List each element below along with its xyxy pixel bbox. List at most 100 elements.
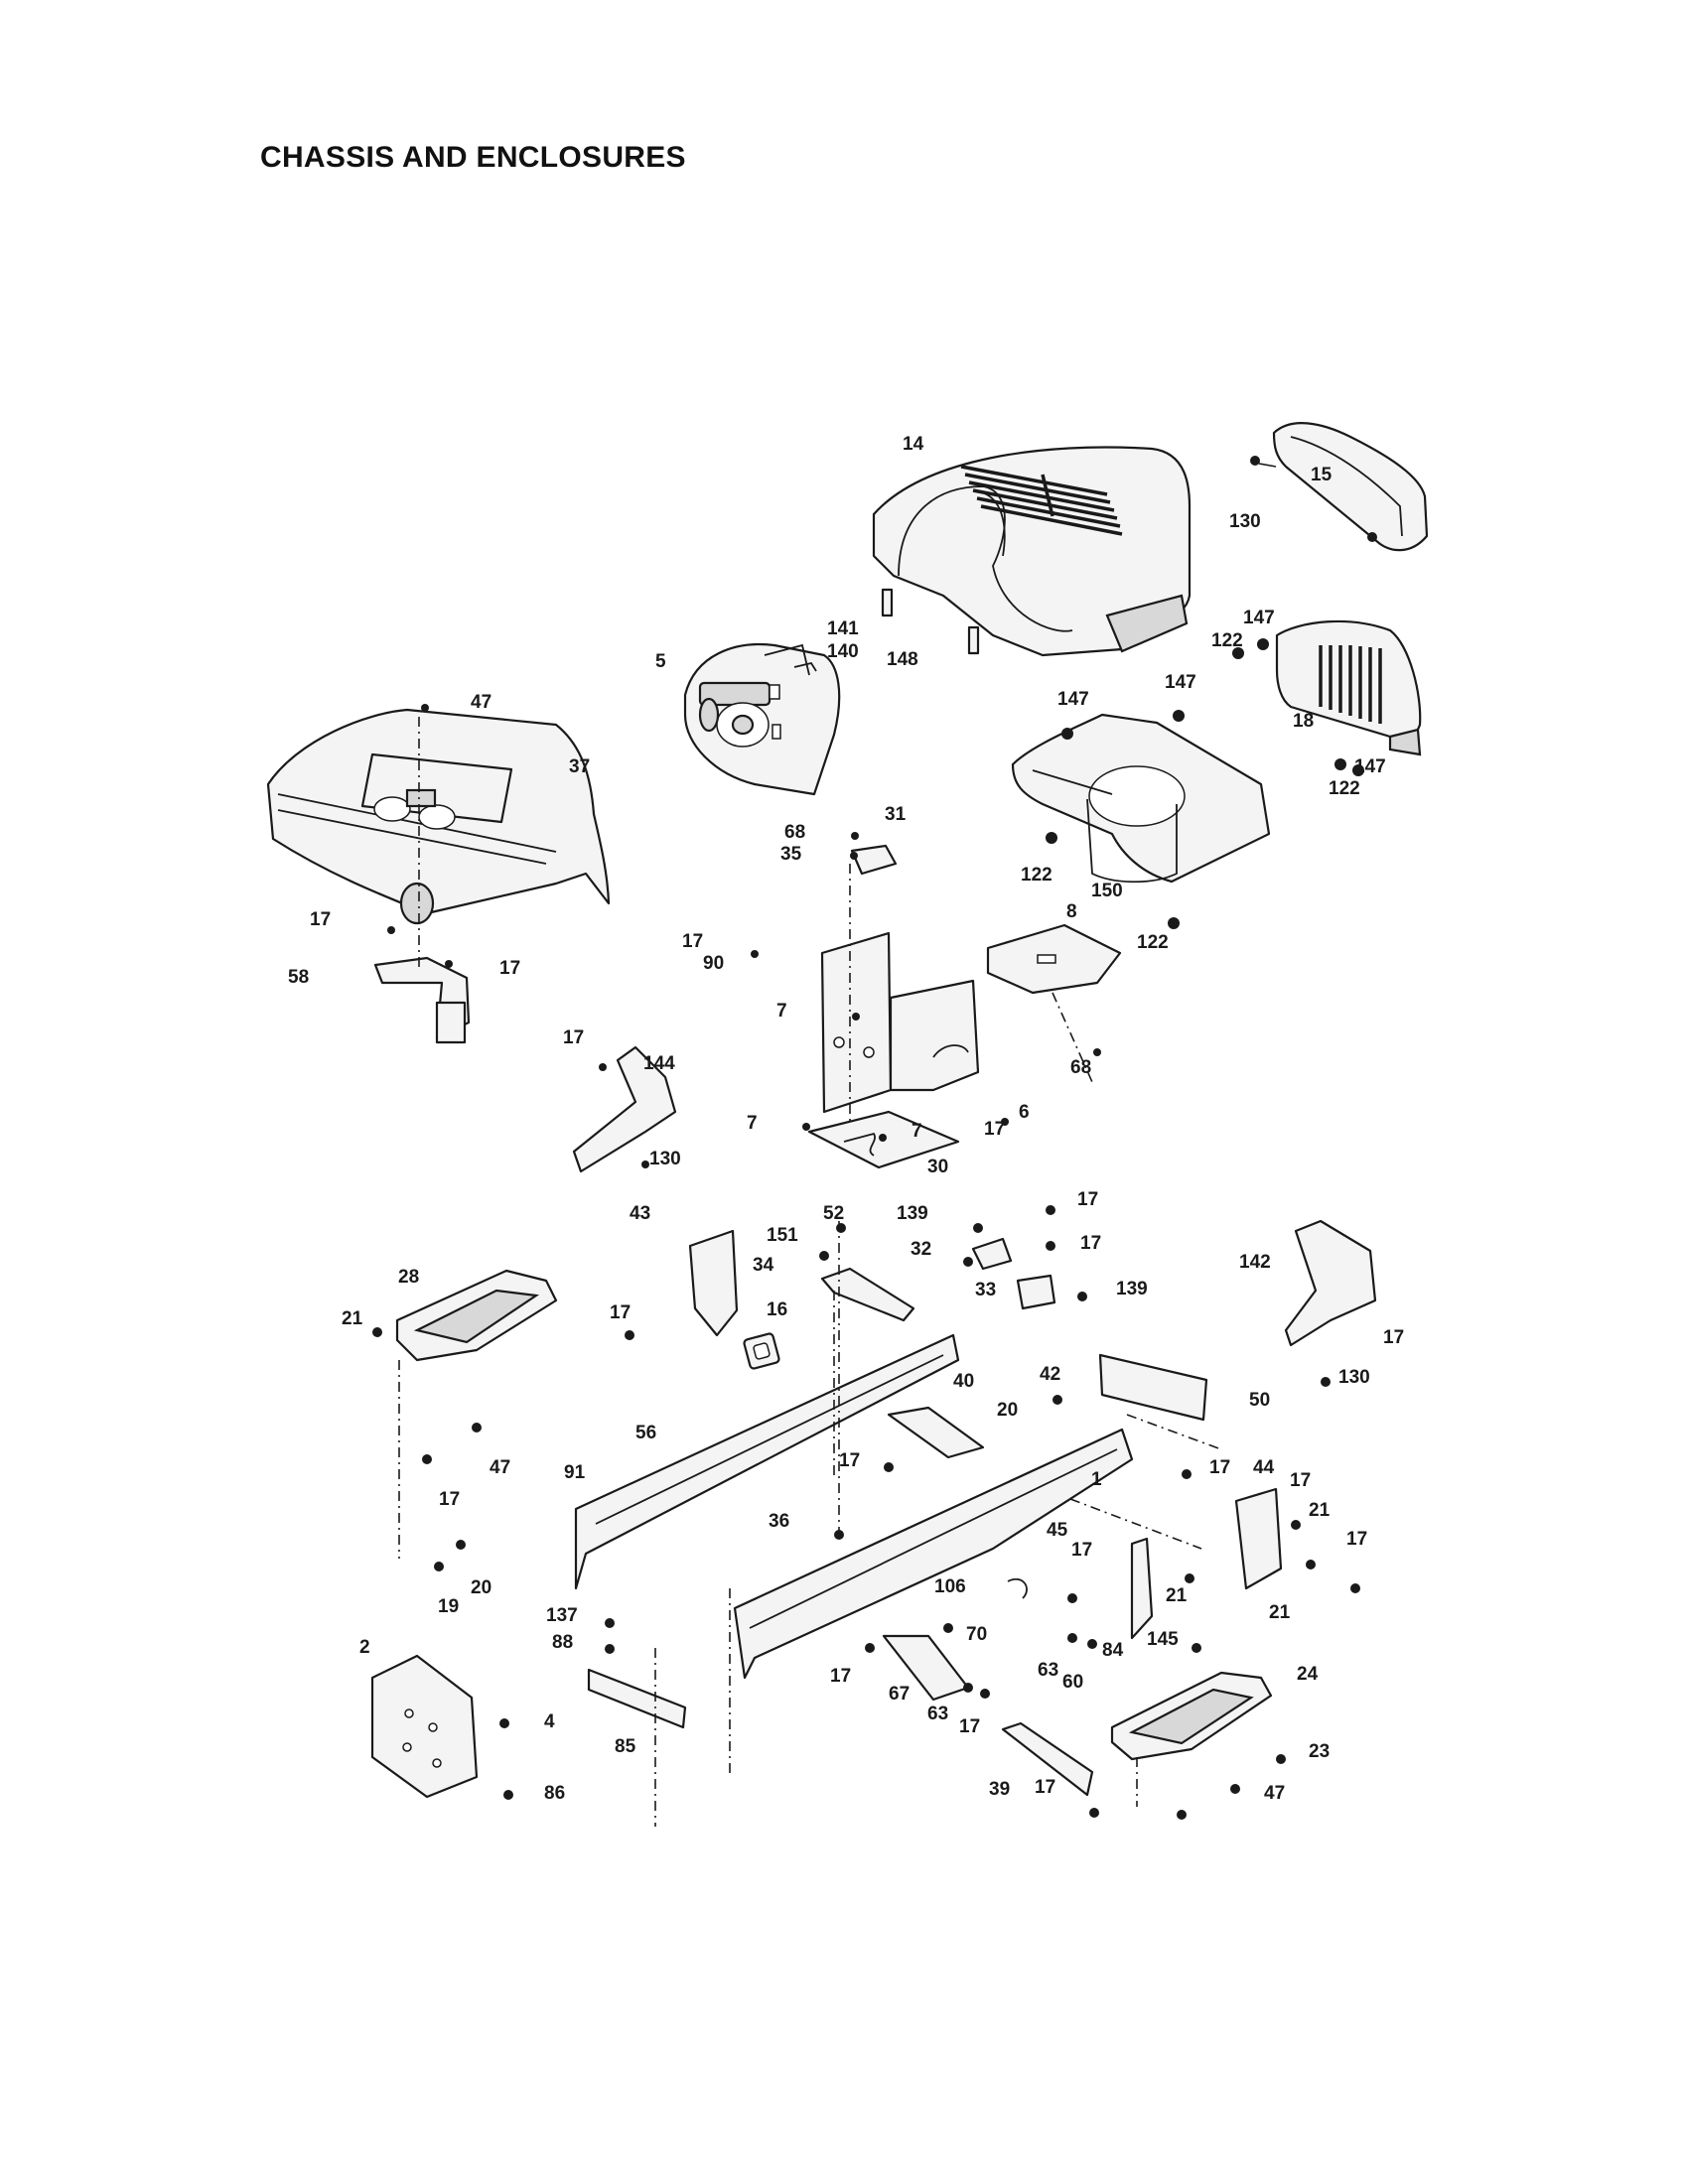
callout-43: 43 (630, 1203, 650, 1224)
stop-bracket-part (1130, 1537, 1154, 1640)
callout-147: 147 (1354, 756, 1386, 777)
callout-139: 139 (1116, 1279, 1148, 1299)
callout-45: 45 (1047, 1520, 1068, 1541)
callout-140: 140 (827, 641, 859, 662)
callout-58: 58 (288, 967, 309, 988)
callout-17: 17 (1071, 1540, 1092, 1561)
callout-37: 37 (569, 756, 590, 777)
callout-17: 17 (1290, 1470, 1311, 1491)
callout-7: 7 (776, 1001, 787, 1022)
callout-17: 17 (959, 1716, 980, 1737)
callout-130: 130 (1338, 1367, 1370, 1388)
seat-pan-part (1011, 713, 1271, 884)
bracket-43-part (688, 1229, 739, 1337)
callout-141: 141 (827, 618, 859, 639)
hood-part (872, 446, 1192, 657)
callout-40: 40 (953, 1371, 974, 1392)
lever-bracket-part (971, 1237, 1056, 1310)
callout-84: 84 (1102, 1640, 1124, 1661)
frame-right-part (733, 1428, 1134, 1680)
callout-147: 147 (1243, 608, 1275, 628)
callout-2: 2 (359, 1637, 370, 1658)
callout-8: 8 (1066, 901, 1077, 922)
callout-52: 52 (823, 1203, 844, 1224)
callout-91: 91 (564, 1462, 586, 1483)
rear-grille-part (1275, 619, 1422, 756)
hitch-plate-part (587, 1668, 687, 1729)
assembly-lines (398, 717, 1222, 1827)
support-bracket-144-part (572, 1045, 677, 1173)
callout-32: 32 (911, 1239, 931, 1260)
callout-18: 18 (1293, 711, 1314, 732)
callout-122: 122 (1021, 865, 1052, 886)
fuel-tank-cover-part (266, 708, 611, 925)
callout-44: 44 (1253, 1457, 1275, 1478)
footrest-right-part (1110, 1671, 1273, 1761)
callout-67: 67 (889, 1684, 910, 1705)
mounting-plate-part (986, 923, 1122, 995)
callout-68: 68 (784, 822, 805, 843)
bracket-44-part (1234, 1487, 1283, 1590)
callout-1: 1 (1091, 1469, 1102, 1490)
callout-60: 60 (1062, 1672, 1083, 1693)
callout-68: 68 (1070, 1057, 1091, 1078)
callout-17: 17 (610, 1302, 631, 1323)
callout-17: 17 (310, 909, 331, 930)
callout-17: 17 (499, 958, 520, 979)
callout-36: 36 (769, 1511, 789, 1532)
callout-7: 7 (747, 1113, 758, 1134)
dash-panel-part (683, 643, 841, 796)
callout-17: 17 (984, 1119, 1005, 1140)
callout-4: 4 (544, 1711, 555, 1732)
callout-21: 21 (1166, 1585, 1188, 1606)
callout-144: 144 (643, 1053, 675, 1074)
callout-17: 17 (1035, 1777, 1055, 1798)
callout-21: 21 (342, 1308, 363, 1329)
callout-86: 86 (544, 1783, 565, 1804)
rear-plate-part (370, 1654, 479, 1799)
bracket-31-part (850, 844, 898, 876)
callout-148: 148 (887, 649, 918, 670)
callout-142: 142 (1239, 1252, 1271, 1273)
callout-16: 16 (767, 1299, 787, 1320)
callout-20: 20 (471, 1577, 491, 1598)
callout-17: 17 (1209, 1457, 1230, 1478)
steering-support-part (807, 931, 980, 1169)
callout-88: 88 (552, 1632, 573, 1653)
bracket-40-part (887, 1406, 985, 1459)
page-title: CHASSIS AND ENCLOSURES (260, 141, 686, 174)
grille-part (1250, 422, 1429, 552)
callout-33: 33 (975, 1280, 996, 1300)
callout-50: 50 (1249, 1390, 1270, 1411)
steering-bracket-part (820, 1267, 915, 1322)
callout-21: 21 (1269, 1602, 1291, 1623)
callout-150: 150 (1091, 881, 1123, 901)
callout-122: 122 (1137, 932, 1169, 953)
callout-6: 6 (1019, 1102, 1030, 1123)
callout-85: 85 (615, 1736, 636, 1757)
callout-56: 56 (635, 1423, 656, 1443)
callout-7: 7 (912, 1121, 922, 1142)
callout-63: 63 (927, 1704, 948, 1724)
callout-63: 63 (1038, 1660, 1058, 1681)
callout-139: 139 (897, 1203, 928, 1224)
callout-14: 14 (903, 434, 924, 455)
callout-70: 70 (966, 1624, 987, 1645)
callout-122: 122 (1211, 630, 1243, 651)
callout-35: 35 (780, 844, 802, 865)
callout-17: 17 (1077, 1189, 1098, 1210)
callout-17: 17 (1080, 1233, 1101, 1254)
callout-17: 17 (439, 1489, 460, 1510)
callout-137: 137 (546, 1605, 578, 1626)
bracket-39-part (1001, 1721, 1094, 1797)
callout-39: 39 (989, 1779, 1010, 1800)
callout-34: 34 (753, 1255, 774, 1276)
callout-17: 17 (1383, 1327, 1404, 1348)
callout-31: 31 (885, 804, 907, 825)
callout-42: 42 (1040, 1364, 1060, 1385)
callout-17: 17 (682, 931, 703, 952)
front-bracket-part (1098, 1353, 1208, 1422)
callout-130: 130 (649, 1149, 681, 1169)
callout-17: 17 (830, 1666, 851, 1687)
